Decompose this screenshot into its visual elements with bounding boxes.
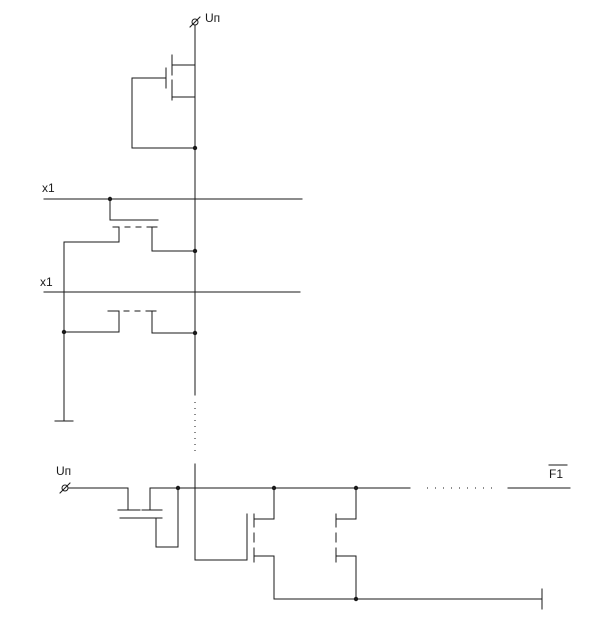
junction-node	[192, 330, 198, 336]
junction-node	[353, 596, 359, 602]
supply-label-bottom: Uп	[56, 464, 71, 478]
input-label-2: x1	[40, 275, 53, 289]
supply-label-top: Uп	[205, 11, 220, 25]
input-label-1: x1	[42, 181, 55, 195]
transistor-1	[63, 198, 196, 252]
output-load-transistor	[67, 487, 179, 548]
output-bus-continuation-dots	[427, 487, 492, 489]
output-transistor-b	[335, 487, 357, 600]
output-transistor-a	[246, 487, 275, 600]
continuation-dots	[194, 402, 196, 451]
output-label: F1	[549, 467, 563, 481]
junction-node	[192, 248, 198, 254]
transistor-2	[63, 310, 196, 334]
load-transistor	[131, 24, 196, 149]
